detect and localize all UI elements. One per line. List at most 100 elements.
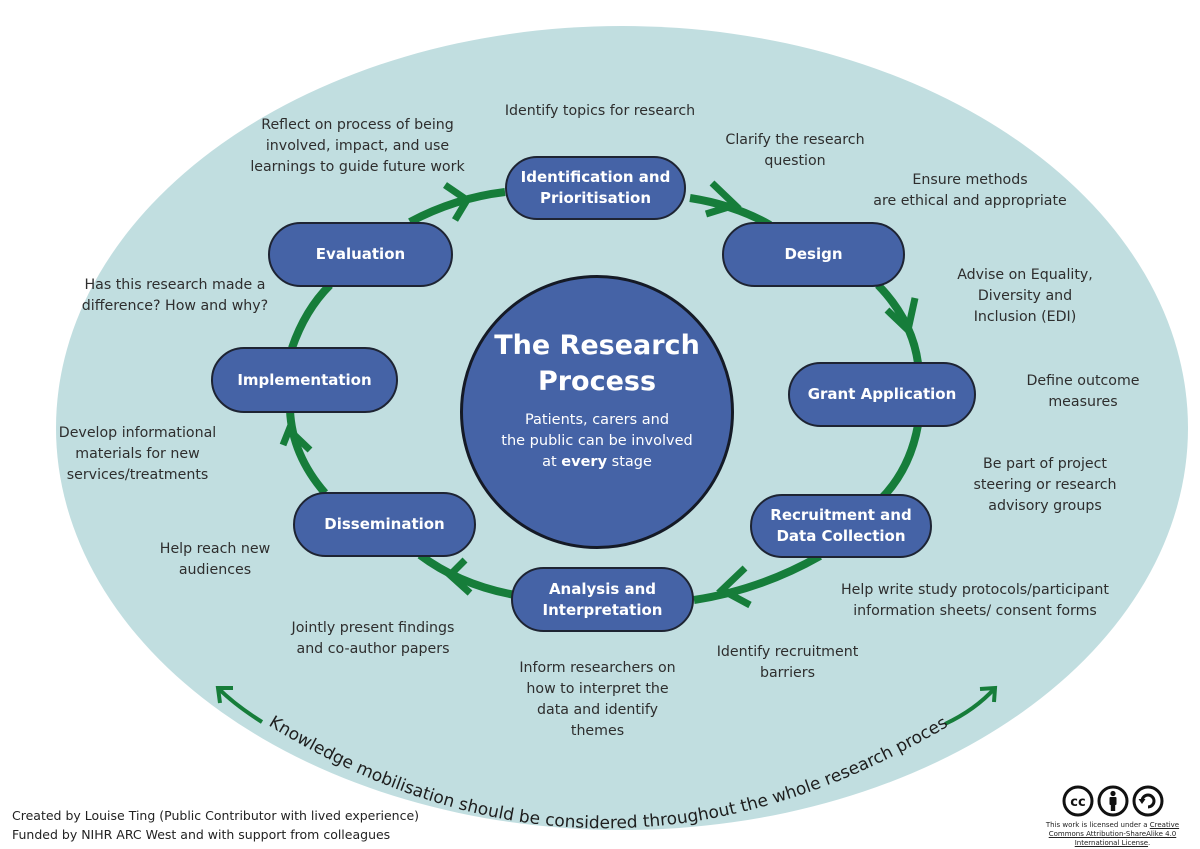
stage-label-line2: Data Collection	[776, 527, 906, 545]
center-circle: The Research Process Patients, carers an…	[460, 275, 734, 549]
note-inform-researchers: Inform researchers on how to interpret t…	[505, 658, 690, 742]
center-subtitle: Patients, carers and the public can be i…	[463, 410, 731, 473]
note-clarify-question: Clarify the research question	[705, 130, 885, 172]
note-line: themes	[570, 723, 625, 739]
arrowhead-evaluation	[443, 182, 472, 222]
license-text-post: .	[1148, 839, 1151, 847]
note-define-outcome: Define outcome measures	[1008, 371, 1158, 413]
attribution-icon	[1097, 785, 1128, 817]
note-line: Advise on Equality,	[957, 267, 1093, 283]
arrow-dissemination-to-implementation	[286, 409, 329, 496]
note-line: Define outcome	[1026, 373, 1140, 389]
arrow-design-to-grant	[875, 282, 922, 364]
stage-dissemination[interactable]: Dissemination	[293, 492, 476, 557]
note-line: data and identify	[537, 702, 658, 718]
note-line: services/treatments	[66, 467, 209, 483]
arrow-grant-to-recruitment	[877, 424, 922, 503]
km-left-arrowhead	[215, 686, 233, 704]
note-line: barriers	[759, 665, 815, 681]
arrow-recruitment-to-analysis	[693, 552, 822, 604]
km-right-arrow	[944, 686, 997, 726]
stage-label-line1: Recruitment and	[770, 506, 912, 524]
stage-label-line2: Prioritisation	[539, 189, 652, 207]
note-line: Identify recruitment	[716, 644, 859, 660]
note-line: materials for new	[75, 446, 200, 462]
note-line: are ethical and appropriate	[873, 193, 1067, 209]
stage-label-line2: Interpretation	[542, 600, 663, 619]
stage-label: Grant Application	[807, 385, 957, 403]
km-right-arrowhead	[979, 685, 998, 703]
center-sub-line3-pre: at	[542, 454, 562, 470]
arrow-heads	[279, 180, 919, 609]
cc-icon: cc	[1062, 785, 1093, 817]
km-left-arrow	[216, 686, 264, 724]
note-line: Identify topics for research	[504, 103, 696, 119]
stage-design[interactable]: Design	[722, 222, 905, 287]
note-line: Inclusion (EDI)	[973, 309, 1077, 325]
note-study-protocols: Help write study protocols/participant i…	[825, 580, 1125, 622]
arrowhead-design	[704, 180, 742, 218]
stage-label: Dissemination	[324, 515, 445, 533]
note-line: Be part of project	[982, 456, 1107, 472]
note-line: Has this research made a	[84, 277, 266, 293]
stage-grant-application[interactable]: Grant Application	[788, 362, 976, 427]
stage-label-line1: Identification and	[520, 168, 671, 186]
note-line: advisory groups	[988, 498, 1102, 514]
note-identify-topics: Identify topics for research	[480, 101, 720, 122]
arrowhead-analysis	[444, 557, 473, 596]
center-sub-line1: Patients, carers and	[524, 412, 670, 428]
license-icons: cc	[1030, 785, 1195, 817]
footer-credits: Created by Louise Ting (Public Contribut…	[12, 806, 419, 844]
note-ensure-methods: Ensure methods are ethical and appropria…	[855, 170, 1085, 212]
footer-created-by: Created by Louise Ting (Public Contribut…	[12, 808, 420, 823]
stage-evaluation[interactable]: Evaluation	[268, 222, 453, 287]
note-reach-audiences: Help reach new audiences	[145, 539, 285, 581]
arrow-analysis-to-dissemination	[417, 551, 516, 599]
center-sub-line2: the public can be involved	[501, 433, 693, 449]
sharealike-icon	[1132, 785, 1163, 817]
note-line: measures	[1048, 394, 1118, 410]
note-develop-materials: Develop informational materials for new …	[45, 423, 230, 486]
note-advise-edi: Advise on Equality, Diversity and Inclus…	[940, 265, 1110, 328]
license-text: This work is licensed under a Creative C…	[1030, 821, 1195, 848]
note-line: involved, impact, and use	[265, 138, 450, 154]
note-steering-groups: Be part of project steering or research …	[955, 454, 1135, 517]
svg-text:cc: cc	[1070, 795, 1085, 810]
arrowhead-grant	[884, 297, 919, 337]
note-line: Clarify the research	[725, 132, 865, 148]
stage-label: Evaluation	[315, 245, 406, 263]
arrow-evaluation-to-identification	[408, 188, 506, 226]
note-recruitment-barriers: Identify recruitment barriers	[705, 642, 870, 684]
stage-implementation[interactable]: Implementation	[211, 347, 398, 413]
stage-label: Implementation	[237, 370, 372, 389]
center-sub-line3-post: stage	[607, 454, 652, 470]
arrow-implementation-to-evaluation	[288, 282, 333, 350]
footer-funded-by: Funded by NIHR ARC West and with support…	[12, 827, 391, 842]
note-reflect-process: Reflect on process of being involved, im…	[245, 115, 470, 178]
note-line: Reflect on process of being	[261, 117, 454, 133]
note-line: audiences	[178, 562, 252, 578]
note-line: question	[764, 153, 826, 169]
note-line: difference? How and why?	[81, 298, 269, 314]
note-line: learnings to guide future work	[250, 159, 465, 175]
arrowhead-dissemination	[279, 423, 313, 453]
center-sub-line3-bold: every	[561, 454, 608, 470]
note-line: Inform researchers on	[519, 660, 676, 676]
note-jointly-present: Jointly present findings and co-author p…	[278, 618, 468, 660]
stage-label: Design	[784, 245, 843, 263]
note-line: and co-author papers	[296, 641, 450, 657]
license-text-pre: This work is licensed under a	[1045, 821, 1150, 829]
note-line: Jointly present findings	[291, 620, 455, 636]
center-title: The Research Process	[463, 328, 731, 400]
center-title-line1: The Research	[494, 330, 700, 361]
center-title-line2: Process	[537, 366, 657, 397]
note-line: Help write study protocols/participant	[841, 582, 1109, 598]
note-line: how to interpret the	[526, 681, 669, 697]
note-line: Help reach new	[159, 541, 271, 557]
license-link[interactable]: Creative Commons Attribution-ShareAlike …	[1048, 821, 1180, 847]
note-line: Ensure methods	[912, 172, 1028, 188]
note-line: Develop informational	[58, 425, 217, 441]
